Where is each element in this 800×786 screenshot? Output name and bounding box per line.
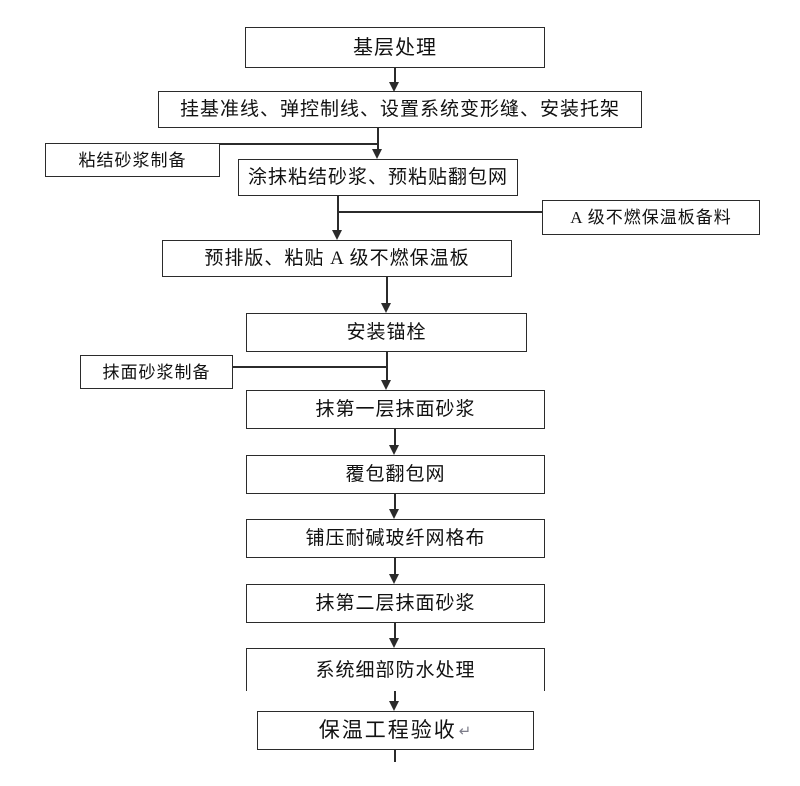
flow-node-first-plaster-layer: 抹第一层抹面砂浆 [246,390,545,429]
flow-node-cover-wrap-mesh: 覆包翻包网 [246,455,545,494]
connector-n11-tail [394,750,396,762]
arrowhead-n5-n6 [381,380,391,390]
flow-node-label: 预排版、粘贴 A 级不燃保温板 [204,248,470,269]
flow-node-lay-alkali-resistant-mesh: 铺压耐碱玻纤网格布 [246,519,545,558]
arrowhead-n3-n4 [332,230,342,240]
connector-n1-n2 [394,68,396,84]
flow-node-a-grade-board-stock: A 级不燃保温板备料 [542,200,760,235]
arrowhead-n8-n9 [389,574,399,584]
connector-s3-n6-horizontal [233,366,387,368]
flow-node-label: 抹第一层抹面砂浆 [315,399,476,420]
connector-n6-n7 [394,429,396,445]
flow-node-insulation-acceptance: 保温工程验收↵ [257,711,534,750]
connector-n8-n9 [394,558,396,574]
flow-node-label: 粘结砂浆制备 [78,150,187,170]
arrowhead-n6-n7 [389,445,399,455]
connector-n7-n8 [394,494,396,509]
connector-s2-n4-vertical [336,196,339,230]
flow-node-install-anchor-bolts: 安装锚栓 [246,313,527,352]
arrowhead-n9-n10 [389,638,399,648]
flow-node-label: 覆包翻包网 [345,464,446,485]
flow-node-label: A 级不燃保温板备料 [570,208,732,227]
flow-node-base-treatment: 基层处理 [245,27,545,68]
arrowhead-n4-n5 [381,303,391,313]
flow-node-layout-lines: 挂基准线、弹控制线、设置系统变形缝、安装托架 [158,91,642,128]
flow-node-waterproof-detailing: 系统细部防水处理 [246,648,545,691]
flow-node-label: 抹第二层抹面砂浆 [315,593,476,614]
flow-node-prelayout-paste-board: 预排版、粘贴 A 级不燃保温板 [162,240,512,277]
arrowhead-n1-n2 [389,82,399,92]
connector-s1-n3-vertical [376,143,379,149]
connector-s2-n4-horizontal [337,211,543,213]
flow-node-face-mortar-prep: 抹面砂浆制备 [80,355,233,389]
connector-n10-n11 [394,691,396,701]
flow-node-apply-bond-mortar: 涂抹粘结砂浆、预粘贴翻包网 [238,159,518,196]
flow-node-label: 铺压耐碱玻纤网格布 [305,528,486,549]
arrowhead-n10-n11 [389,701,399,711]
flow-node-label: 挂基准线、弹控制线、设置系统变形缝、安装托架 [179,99,620,120]
flow-node-label: 系统细部防水处理 [315,659,476,681]
return-mark-icon: ↵ [458,722,473,740]
arrowhead-n2-n3 [372,149,382,159]
flow-node-label: 安装锚栓 [346,322,427,343]
connector-s3-n6-vertical [385,366,388,380]
connector-n4-n5 [386,277,388,303]
flow-node-label: 保温工程验收 [318,719,457,742]
flow-node-label: 涂抹粘结砂浆、预粘贴翻包网 [247,167,508,188]
flow-node-label: 抹面砂浆制备 [102,362,211,382]
connector-s1-n3-horizontal [220,143,378,145]
arrowhead-n7-n8 [389,509,399,519]
connector-n9-n10 [394,623,396,638]
flow-node-second-plaster-layer: 抹第二层抹面砂浆 [246,584,545,623]
flow-node-bond-mortar-prep: 粘结砂浆制备 [45,143,220,177]
connector-n2-n3 [377,128,379,149]
flow-node-label: 基层处理 [353,36,437,59]
